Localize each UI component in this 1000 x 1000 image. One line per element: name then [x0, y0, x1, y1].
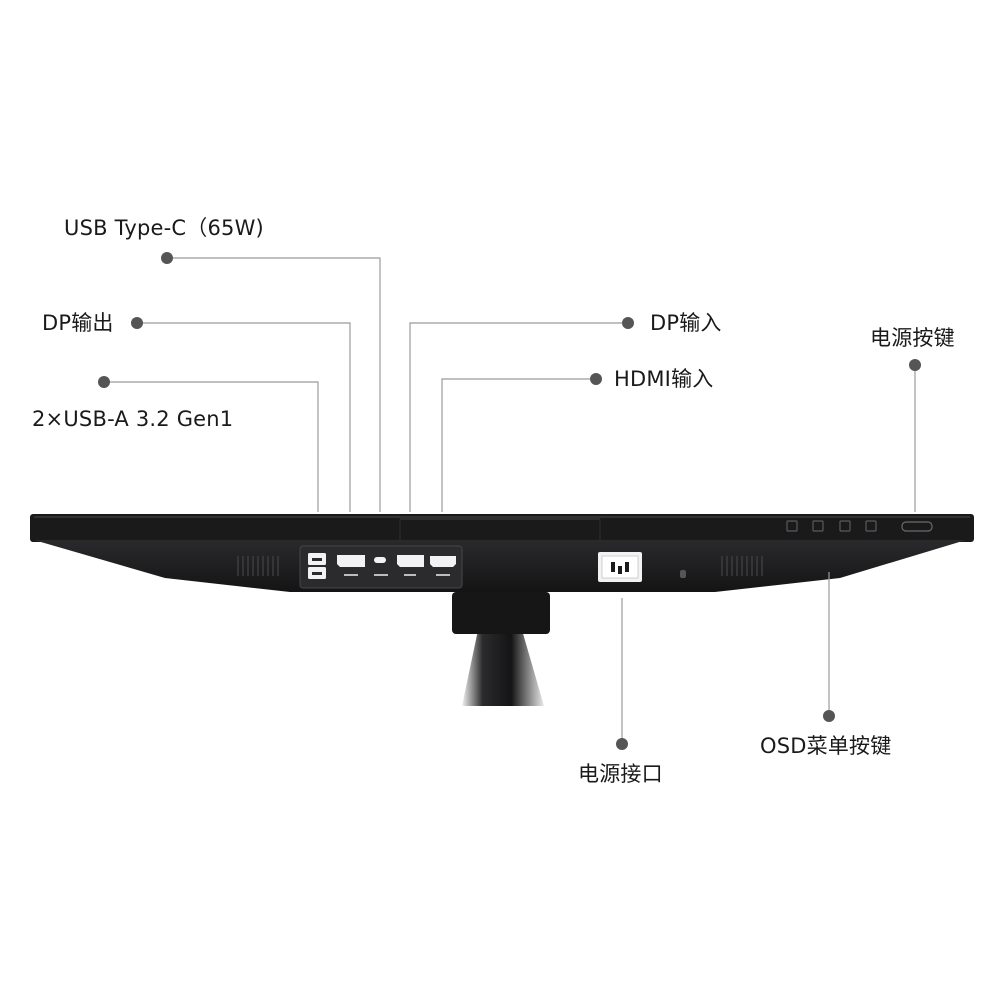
vent-left: [237, 556, 279, 576]
dot-dp-out: [131, 317, 143, 329]
label-power-button: 电源按键: [870, 326, 955, 350]
label-osd-buttons: OSD菜单按键: [760, 734, 892, 758]
label-power-port: 电源接口: [578, 762, 663, 786]
dot-usb-c: [161, 252, 173, 264]
port-glyphs: [344, 574, 450, 576]
leader-usb-a: [104, 381, 319, 512]
leader-dp-out: [137, 322, 351, 512]
leader-dots: [98, 252, 921, 750]
dot-dp-in: [622, 317, 634, 329]
label-hdmi-in: HDMI输入: [614, 367, 714, 391]
stand-neck: [462, 630, 544, 706]
dot-hdmi-in: [590, 373, 602, 385]
leader-usb-c: [167, 257, 381, 512]
dp-in-port: [397, 555, 424, 567]
monitor-rear-body: [34, 540, 966, 592]
leader-dp-in: [409, 322, 628, 512]
label-dp-out: DP输出: [42, 311, 114, 335]
dot-power-port: [616, 738, 628, 750]
label-usb-c: USB Type-C（65W): [64, 216, 264, 240]
dot-osd: [823, 710, 835, 722]
monitor-top-edge: [30, 514, 974, 542]
label-dp-in: DP输入: [650, 311, 722, 335]
osd-buttons: [786, 520, 877, 532]
dp-out-port: [337, 555, 365, 567]
usb-c-port: [374, 557, 386, 563]
vent-right: [721, 556, 763, 576]
dot-power-button: [909, 359, 921, 371]
leader-hdmi-in: [441, 378, 596, 512]
dot-usb-a: [98, 376, 110, 388]
power-button: [901, 521, 933, 532]
label-usb-a: 2×USB-A 3.2 Gen1: [32, 407, 234, 431]
stand-bracket: [452, 592, 550, 634]
leader-lines: [104, 257, 916, 744]
kensington-slot: [680, 570, 686, 578]
hdmi-in-port: [430, 556, 456, 567]
